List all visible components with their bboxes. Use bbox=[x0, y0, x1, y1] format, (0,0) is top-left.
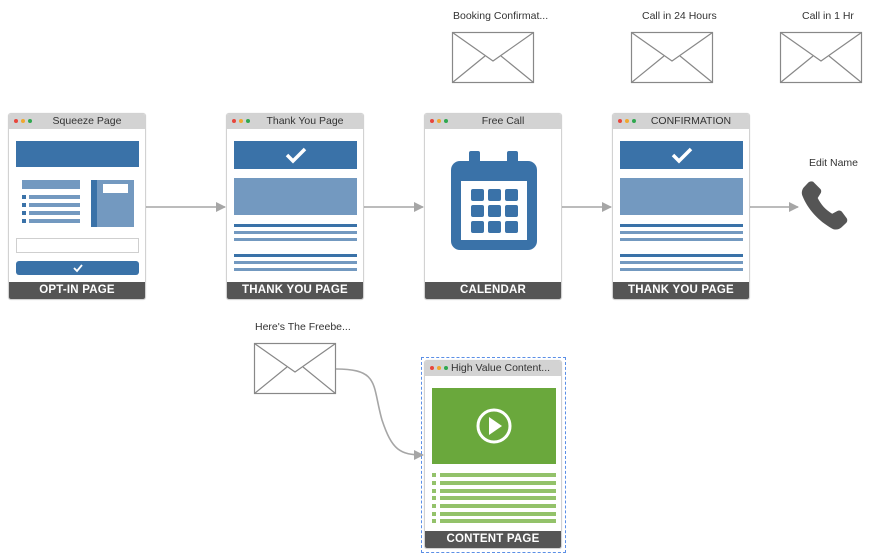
image-block bbox=[234, 178, 357, 215]
window-dots bbox=[430, 119, 451, 124]
page-header: CONFIRMATION bbox=[613, 114, 749, 129]
window-dots bbox=[618, 119, 639, 124]
page-header: Free Call bbox=[425, 114, 561, 129]
selection-outline bbox=[421, 357, 566, 553]
page-header: Squeeze Page bbox=[9, 114, 145, 129]
connector-freebie-to-content[interactable] bbox=[335, 368, 424, 460]
check-icon bbox=[671, 147, 693, 164]
page-type-label: CALENDAR bbox=[425, 282, 561, 299]
email-label: Call in 1 Hr bbox=[802, 10, 854, 22]
envelope-icon[interactable] bbox=[253, 342, 337, 395]
ebook-image bbox=[91, 180, 134, 227]
email-label: Call in 24 Hours bbox=[642, 10, 717, 22]
email-label: Here's The Freebe... bbox=[255, 321, 351, 333]
envelope-icon[interactable] bbox=[451, 31, 535, 84]
video-block bbox=[432, 388, 556, 464]
page-type-label: OPT-IN PAGE bbox=[9, 282, 145, 299]
page-title: Free Call bbox=[481, 115, 525, 127]
page-node-content[interactable]: High Value Content... CONTENT PAGE bbox=[424, 360, 562, 549]
page-type-label: THANK YOU PAGE bbox=[613, 282, 749, 299]
page-node-calendar[interactable]: Free Call CALENDAR bbox=[424, 113, 562, 300]
image-block bbox=[620, 178, 743, 215]
confirmation-banner bbox=[620, 141, 743, 169]
envelope-icon[interactable] bbox=[630, 31, 714, 84]
phone-icon[interactable] bbox=[796, 176, 858, 238]
page-title: High Value Content... bbox=[451, 362, 551, 374]
page-node-confirmation[interactable]: CONFIRMATION THANK YOU PAGE bbox=[612, 113, 750, 300]
page-node-optin[interactable]: Squeeze Page OPT-IN PAGE bbox=[8, 113, 146, 300]
page-node-thankyou[interactable]: Thank You Page THANK YOU PAGE bbox=[226, 113, 364, 300]
check-icon bbox=[73, 264, 83, 273]
calendar-icon bbox=[451, 151, 537, 250]
play-icon bbox=[476, 408, 512, 444]
email-label: Booking Confirmat... bbox=[453, 10, 549, 22]
window-dots bbox=[430, 366, 451, 371]
page-header: Thank You Page bbox=[227, 114, 363, 129]
page-type-label: THANK YOU PAGE bbox=[227, 282, 363, 299]
confirmation-banner bbox=[234, 141, 357, 169]
page-title: CONFIRMATION bbox=[650, 115, 732, 127]
check-icon bbox=[285, 147, 307, 164]
window-dots bbox=[232, 119, 253, 124]
page-header: High Value Content... bbox=[425, 361, 561, 376]
hero-banner bbox=[16, 141, 139, 167]
window-dots bbox=[14, 119, 35, 124]
page-title: Squeeze Page bbox=[52, 115, 122, 127]
text-heading-block bbox=[22, 180, 80, 189]
page-type-label: CONTENT PAGE bbox=[425, 531, 561, 548]
email-input-mock bbox=[16, 238, 139, 253]
phone-label: Edit Name bbox=[809, 157, 859, 169]
page-title: Thank You Page bbox=[266, 115, 344, 127]
envelope-icon[interactable] bbox=[779, 31, 863, 84]
submit-button-mock bbox=[16, 261, 139, 275]
